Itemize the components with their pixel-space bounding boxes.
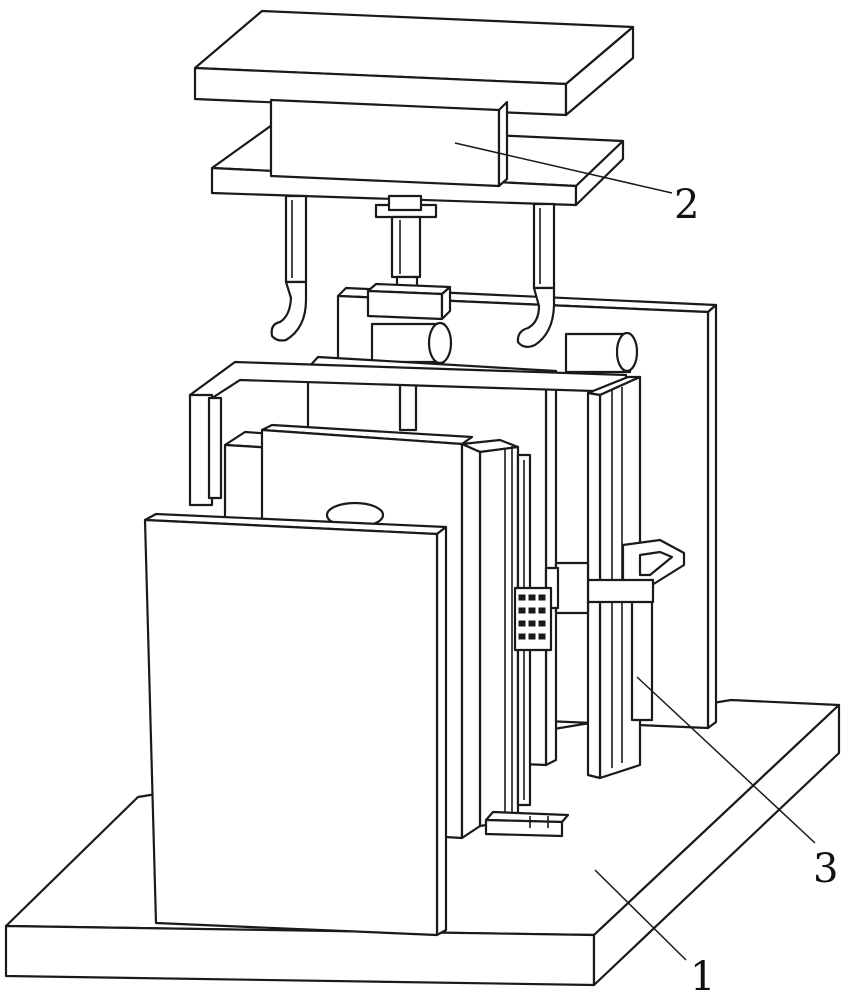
top-press-assembly (195, 11, 633, 347)
callout-label-1: 1 (690, 954, 715, 1000)
callout-label-2: 2 (674, 182, 699, 228)
callout-label-3: 3 (813, 846, 838, 892)
